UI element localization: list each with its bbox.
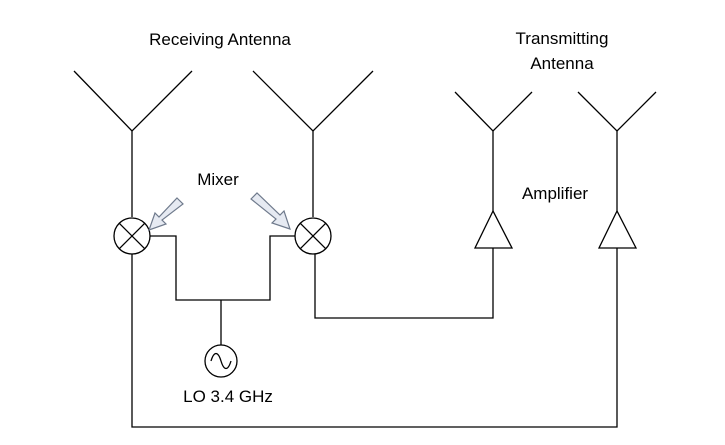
antenna-icon (252, 70, 374, 132)
mixer1-to-amplifier2-wire (131, 248, 618, 428)
mixer-pointer-arrow-right (250, 192, 291, 230)
arrow-icon (148, 197, 184, 231)
transmitting-antenna-2 (577, 91, 657, 211)
mixer-pointer-arrow-left (148, 197, 184, 231)
amplifier-icon (597, 209, 638, 249)
antenna-icon (577, 91, 657, 132)
antenna-icon (73, 70, 193, 132)
antenna-icon (454, 91, 533, 132)
mixer1-lo-wire (150, 235, 221, 301)
transmitting-antenna-label-line2: Antenna (530, 54, 594, 73)
amplifier-icon (473, 209, 514, 249)
amplifier-label: Amplifier (522, 184, 588, 203)
transmitting-antenna-1 (454, 91, 533, 211)
mixer2-lo-wire (221, 235, 295, 301)
mixer-2 (294, 217, 332, 255)
arrow-icon (250, 192, 291, 230)
sine-wave (210, 352, 232, 370)
mixer-label: Mixer (197, 170, 239, 189)
mixer-1 (113, 217, 151, 255)
local-oscillator (204, 344, 238, 378)
mixer2-to-amplifier1-wire (314, 248, 494, 319)
receiving-antenna-label: Receiving Antenna (149, 30, 291, 49)
lo-label: LO 3.4 GHz (183, 387, 273, 406)
transmitting-antenna-label-line1: Transmitting (516, 29, 609, 48)
receiving-antenna-2 (252, 70, 374, 217)
receiving-antenna-1 (73, 70, 193, 217)
